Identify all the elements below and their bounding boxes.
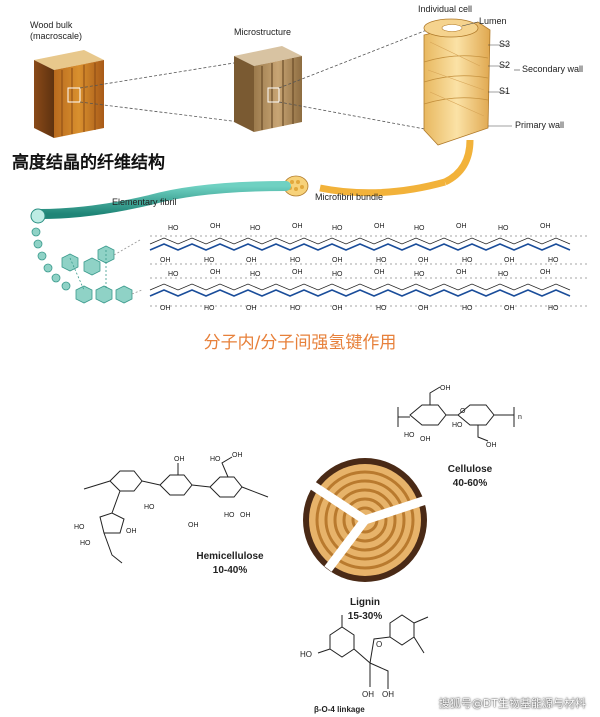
svg-text:OH: OH xyxy=(418,257,429,264)
microfibril-bundle-label: Microfibril bundle xyxy=(315,192,384,202)
svg-text:HO: HO xyxy=(332,225,343,232)
svg-text:HO: HO xyxy=(376,305,387,312)
svg-text:HO: HO xyxy=(414,225,425,232)
svg-text:HO: HO xyxy=(210,456,221,463)
svg-text:HO: HO xyxy=(204,257,215,264)
svg-text:HO: HO xyxy=(548,305,559,312)
cellulose-name: Cellulose xyxy=(447,464,493,475)
svg-text:HO: HO xyxy=(74,524,85,531)
svg-text:HO: HO xyxy=(462,305,473,312)
svg-text:OH: OH xyxy=(210,223,221,230)
svg-text:OH: OH xyxy=(456,269,467,276)
svg-text:HO: HO xyxy=(204,305,215,312)
svg-text:OH: OH xyxy=(160,305,171,312)
svg-text:OH: OH xyxy=(540,269,551,276)
svg-text:OH: OH xyxy=(418,305,429,312)
svg-text:OH: OH xyxy=(246,257,257,264)
svg-text:OH: OH xyxy=(292,223,303,230)
svg-text:HO: HO xyxy=(300,650,312,659)
hexagon-chain xyxy=(31,227,143,304)
hierarchy-illustration: HO OH HO OH HO OH HO OH HO OH OH HO OH HO OH HO OH HO… xyxy=(30,18,590,312)
svg-text:HO: HO xyxy=(168,271,179,278)
beta-o4-linkage-label: β-O-4 linkage xyxy=(314,705,365,714)
svg-text:O: O xyxy=(376,640,382,649)
wood-disc xyxy=(303,458,428,582)
microstructure-label: Microstructure xyxy=(234,27,292,37)
svg-text:OH: OH xyxy=(188,522,199,529)
svg-text:HO: HO xyxy=(498,225,509,232)
svg-text:OH: OH xyxy=(504,257,515,264)
primary-wall-label: Primary wall xyxy=(515,120,565,130)
composition-illustration: OH HO OH O HO OH n OH HO OH OH HO HO OH … xyxy=(74,385,522,699)
svg-text:OH: OH xyxy=(486,442,497,449)
svg-text:OH: OH xyxy=(174,456,185,463)
svg-text:HO: HO xyxy=(548,257,559,264)
svg-text:OH: OH xyxy=(540,223,551,230)
wood-bulk-label: Wood bulk xyxy=(30,20,73,30)
crystalline-title: 高度结晶的纤维结构 xyxy=(12,153,165,173)
hemicellulose-structure: OH HO OH OH HO HO OH HO HO OH xyxy=(74,452,269,564)
microstructure-cube xyxy=(234,46,302,132)
svg-text:OH: OH xyxy=(440,385,451,392)
hbond-caption: 分子内/分子间强氢键作用 xyxy=(203,333,397,353)
svg-text:OH: OH xyxy=(210,269,221,276)
hemicellulose-name: Hemicellulose xyxy=(196,551,264,562)
svg-text:HO: HO xyxy=(462,257,473,264)
svg-text:HO: HO xyxy=(290,257,301,264)
lignin-name: Lignin xyxy=(350,597,380,608)
svg-text:OH: OH xyxy=(232,452,243,459)
watermark: 搜狐号@DT生物基能源与材料 xyxy=(438,697,586,710)
svg-text:OH: OH xyxy=(332,257,343,264)
individual-cell-label: Individual cell xyxy=(418,4,473,14)
svg-text:OH: OH xyxy=(362,690,374,699)
hemicellulose-label: Hemicellulose 10-40% xyxy=(180,550,280,578)
elementary-fibril-label: Elementary fibril xyxy=(112,197,177,207)
svg-text:HO: HO xyxy=(498,271,509,278)
s2-label: S2 xyxy=(499,60,511,70)
svg-text:HO: HO xyxy=(332,271,343,278)
svg-text:HO: HO xyxy=(144,504,155,511)
svg-text:HO: HO xyxy=(168,225,179,232)
hemicellulose-percentage: 10-40% xyxy=(212,565,248,576)
s1-label: S1 xyxy=(499,86,511,96)
svg-text:O: O xyxy=(460,408,466,415)
svg-text:HO: HO xyxy=(224,512,235,519)
svg-text:OH: OH xyxy=(160,257,171,264)
svg-text:OH: OH xyxy=(240,512,251,519)
svg-text:OH: OH xyxy=(126,528,137,535)
svg-text:HO: HO xyxy=(452,422,463,429)
lumen-label: Lumen xyxy=(479,16,507,26)
fibril-strand xyxy=(30,175,446,224)
svg-text:HO: HO xyxy=(290,305,301,312)
svg-text:OH: OH xyxy=(246,305,257,312)
svg-text:OH: OH xyxy=(332,305,343,312)
wood-bulk-sub-label: (macroscale) xyxy=(30,31,83,41)
s3-label: S3 xyxy=(499,39,511,49)
lignin-structure: HO OH OH O xyxy=(300,614,429,699)
svg-text:OH: OH xyxy=(374,269,385,276)
svg-text:HO: HO xyxy=(250,271,261,278)
svg-text:OH: OH xyxy=(292,269,303,276)
cellulose-n-subscript: n xyxy=(518,414,522,421)
cellulose-chain-rows: HO OH HO OH HO OH HO OH HO OH OH HO OH HO OH HO OH HO… xyxy=(149,223,590,312)
svg-text:HO: HO xyxy=(414,271,425,278)
wood-bulk-cube xyxy=(34,50,104,138)
svg-text:HO: HO xyxy=(376,257,387,264)
svg-text:OH: OH xyxy=(456,223,467,230)
svg-text:HO: HO xyxy=(80,540,91,547)
secondary-wall-label: Secondary wall xyxy=(522,64,584,74)
individual-cell xyxy=(423,18,491,186)
svg-text:OH: OH xyxy=(374,223,385,230)
svg-text:HO: HO xyxy=(404,432,415,439)
cellulose-label: Cellulose 40-60% xyxy=(430,463,510,491)
svg-text:OH: OH xyxy=(504,305,515,312)
cellulose-structure: OH HO OH O HO OH n xyxy=(397,385,522,449)
lignin-percentage: 15-30% xyxy=(347,611,383,622)
svg-text:OH: OH xyxy=(420,436,431,443)
cellulose-percentage: 40-60% xyxy=(452,478,488,489)
svg-text:OH: OH xyxy=(382,690,394,699)
svg-text:HO: HO xyxy=(250,225,261,232)
lignin-label: Lignin 15-30% xyxy=(330,596,400,624)
